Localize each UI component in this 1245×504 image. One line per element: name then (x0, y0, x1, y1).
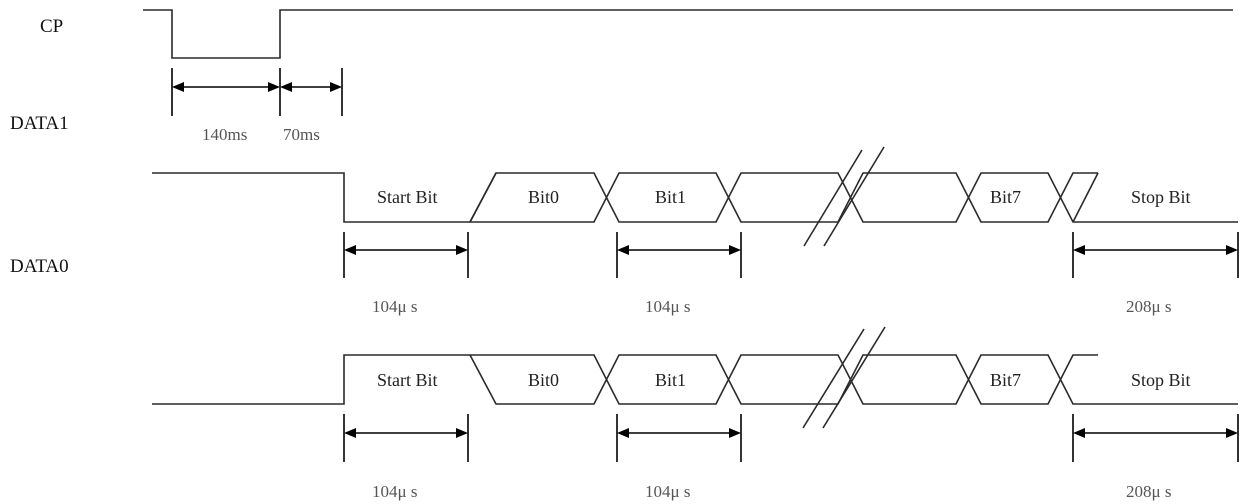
data0-stop-duration: 208μ s (1126, 482, 1171, 501)
data1-break-marks (803, 146, 885, 247)
data1-bit-1: Bit1 (655, 187, 686, 207)
cp-gap-duration-arrow (280, 82, 342, 92)
data1-start-duration: 104μ s (372, 297, 417, 316)
data1-bit-stop: Stop Bit (1131, 187, 1191, 207)
data0-break-marks (802, 326, 886, 429)
data0-bit-start: Start Bit (377, 370, 438, 390)
data1-bit-duration: 104μ s (645, 297, 690, 316)
cp-signal-label: CP (40, 16, 63, 37)
cp-gap-duration-label: 70ms (283, 125, 320, 144)
cp-low-duration-label: 140ms (202, 125, 247, 144)
data0-bit-1: Bit1 (655, 370, 686, 390)
cp-waveform (143, 9, 1233, 59)
data0-signal-label: DATA0 (10, 256, 69, 277)
data1-bit-7: Bit7 (990, 187, 1021, 207)
data0-waveform (152, 354, 1238, 405)
data1-timing-markers (343, 232, 1239, 278)
data1-bit-start: Start Bit (377, 187, 438, 207)
data1-signal-label: DATA1 (10, 113, 69, 134)
data1-waveform (152, 172, 1238, 223)
data0-timing-markers (343, 414, 1239, 462)
cp-low-duration-arrow (172, 82, 280, 92)
data0-bit-0: Bit0 (528, 370, 559, 390)
data0-bit-duration: 104μ s (645, 482, 690, 501)
data1-stop-duration: 208μ s (1126, 297, 1171, 316)
data1-bit-0: Bit0 (528, 187, 559, 207)
cp-timing-markers (171, 68, 343, 116)
data0-start-duration: 104μ s (372, 482, 417, 501)
data0-bit-stop: Stop Bit (1131, 370, 1191, 390)
data0-bit-7: Bit7 (990, 370, 1021, 390)
